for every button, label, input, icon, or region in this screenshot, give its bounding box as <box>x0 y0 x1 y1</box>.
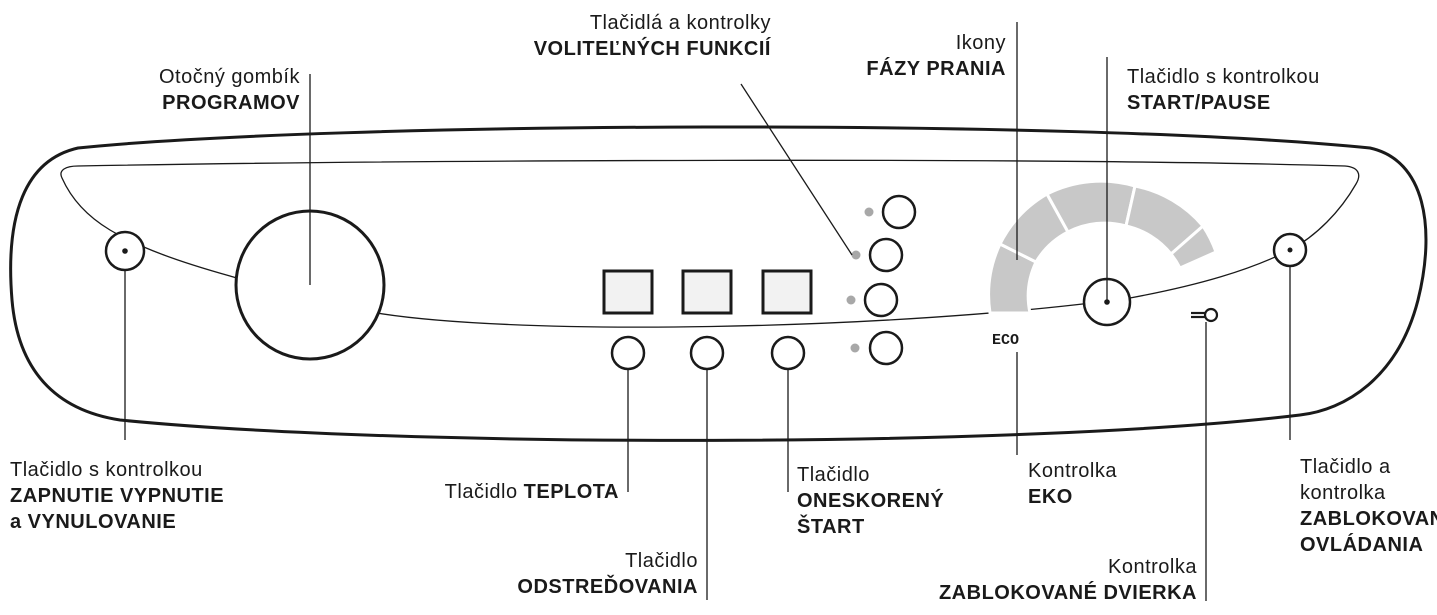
delay-start-label-line3: ŠTART <box>797 516 865 538</box>
option-button-2[interactable] <box>868 237 904 273</box>
key-icon <box>1191 307 1219 323</box>
spin-label: Tlačidlo ODSTREĎOVANIA <box>517 548 698 600</box>
start-pause-label: Tlačidlo s kontrolkou START/PAUSE <box>1127 64 1320 116</box>
delay-start-label-line1: Tlačidlo <box>797 464 870 486</box>
start-pause-label-line2: START/PAUSE <box>1127 92 1271 114</box>
panel-inner-bezel <box>60 159 1360 328</box>
option-led-3 <box>846 295 856 305</box>
phases-label-line1: Ikony <box>955 32 1006 54</box>
power-label-line3: a VYNULOVANIE <box>10 511 177 533</box>
control-lock-button[interactable] <box>1272 232 1308 268</box>
temperature-label-prefix: Tlačidlo <box>444 481 518 503</box>
delay-start-button[interactable] <box>770 335 806 371</box>
display-temperature <box>602 269 654 315</box>
options-label: Tlačidlá a kontrolky VOLITEĽNÝCH FUNKCIÍ <box>534 10 771 62</box>
phase-segment-5 <box>1168 223 1218 270</box>
option-button-4[interactable] <box>868 330 904 366</box>
door-lock-label-line1: Kontrolka <box>1108 556 1197 578</box>
spin-label-line2: ODSTREĎOVANIA <box>517 576 698 598</box>
phases-label-line2: FÁZY PRANIA <box>866 58 1006 80</box>
power-button[interactable] <box>104 230 146 272</box>
programs-label: Otočný gombík PROGRAMOV <box>159 64 300 116</box>
start-pause-label-line1: Tlačidlo s kontrolkou <box>1127 66 1320 88</box>
eco-label-line1: Kontrolka <box>1028 460 1117 482</box>
control-lock-label-line4: OVLÁDANIA <box>1300 534 1424 556</box>
spin-label-line1: Tlačidlo <box>625 550 698 572</box>
display-spin <box>681 269 733 315</box>
door-lock-label: Kontrolka ZABLOKOVANÉ DVIERKA <box>939 554 1197 606</box>
option-button-1[interactable] <box>881 194 917 230</box>
temperature-label-name: TEPLOTA <box>523 481 619 503</box>
eco-label-line2: EKO <box>1028 486 1073 508</box>
delay-start-label-line2: ONESKORENÝ <box>797 490 945 512</box>
option-led-2 <box>851 250 861 260</box>
eco-indicator-text: ECO <box>992 332 1019 349</box>
phases-label: Ikony FÁZY PRANIA <box>866 30 1006 82</box>
eco-label: Kontrolka EKO <box>1028 458 1117 510</box>
programs-label-line1: Otočný gombík <box>158 66 300 88</box>
temperature-label: Tlačidlo TEPLOTA <box>445 479 619 505</box>
panel-outline <box>9 125 1428 442</box>
option-buttons <box>846 194 917 366</box>
display-delay <box>761 269 813 315</box>
delay-start-label: Tlačidlo ONESKORENÝ ŠTART <box>797 462 944 540</box>
control-lock-label-line1: Tlačidlo a <box>1300 456 1391 478</box>
power-label-line1: Tlačidlo s kontrolkou <box>10 459 203 481</box>
power-label: Tlačidlo s kontrolkou ZAPNUTIE VYPNUTIE … <box>10 457 224 535</box>
door-lock-label-line2: ZABLOKOVANÉ DVIERKA <box>938 582 1197 604</box>
option-led-1 <box>864 207 874 217</box>
temperature-button[interactable] <box>610 335 646 371</box>
option-button-3[interactable] <box>863 282 899 318</box>
options-label-line1: Tlačidlá a kontrolky <box>589 12 771 34</box>
control-lock-label-line3: ZABLOKOVANIA <box>1300 508 1437 530</box>
control-lock-label-line2: kontrolka <box>1300 482 1386 504</box>
spin-button[interactable] <box>689 335 725 371</box>
programs-label-line2: PROGRAMOV <box>162 92 300 114</box>
control-lock-label: Tlačidlo a kontrolka ZABLOKOVANIA OVLÁDA… <box>1300 454 1437 558</box>
option-led-4 <box>850 343 860 353</box>
options-label-line2: VOLITEĽNÝCH FUNKCIÍ <box>533 38 771 60</box>
power-label-line2: ZAPNUTIE VYPNUTIE <box>10 485 225 507</box>
leader-lines <box>124 22 1291 601</box>
